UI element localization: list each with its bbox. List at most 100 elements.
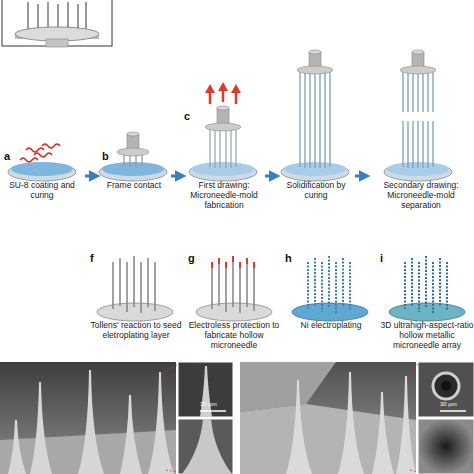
step-h-illustration [342,258,344,307]
step-caption: First drawing: Microneedle-mold fabricat… [184,180,264,210]
step-g-illustration [196,256,272,321]
step-letter: f [90,252,94,264]
step-f-illustration [119,258,121,306]
step-c-illustration [235,92,238,104]
step-h-illustration [314,258,316,306]
sem-right-panel [418,419,474,474]
inset-frame [46,39,68,47]
step-a-illustration [34,153,52,157]
process-step: bFrame contact [98,50,170,225]
step-c-illustration [209,92,212,104]
process-step: gElectroless protection to fabricate hol… [188,248,280,358]
step-d-illustration [299,72,300,167]
step-c-illustration [189,82,257,181]
step-d-illustration [324,72,325,168]
sem-right-panel [418,362,474,417]
step-e-illustration [402,72,403,112]
sem-left-panel [120,395,142,474]
process-step: cFirst drawing: Microneedle-mold fabrica… [184,50,264,225]
step-e-illustration [417,121,418,168]
step-c-illustration [205,84,215,93]
step-letter: h [285,252,292,264]
step-e-illustration [412,50,424,54]
step-c-illustration [218,82,228,91]
step-f-illustration [97,303,173,321]
step-i-illustration [418,262,420,312]
step-c-illustration [192,162,254,176]
step-d-illustration [309,50,321,54]
process-step: Secondary drawing: Microneedle-mold sepa… [368,50,474,225]
step-a-illustration [20,144,60,162]
step-g-illustration [232,262,234,307]
step-e-illustration [384,50,452,181]
scale-bar-label: 30 μm [200,401,217,408]
step-b-illustration [102,162,164,176]
step-e-illustration [400,66,436,74]
step-caption: Electroless protection to fabricate holl… [188,320,280,350]
step-c-illustration [222,90,225,102]
step-i-illustration [411,258,413,306]
sem-left-panel [162,364,178,472]
scale-bar-label: 30 μm [440,401,457,408]
step-g-illustration [212,256,254,268]
step-b-illustration [117,148,149,156]
step-a-illustration [20,158,38,162]
sem-left-panel [78,370,104,474]
step-i-illustration [389,256,465,321]
step-i-illustration [446,262,448,311]
sem-left-panel [8,420,26,474]
step-c-illustration [217,106,229,110]
step-a-illustration [8,144,76,181]
step-g-illustration [239,262,241,268]
step-c-illustration [214,128,215,168]
step-d-illustration [300,72,330,168]
step-letter: i [380,252,383,264]
step-caption: Secondary drawing: Microneedle-mold sepa… [368,180,474,210]
step-e-illustration [403,72,433,168]
step-letter: b [102,150,109,162]
process-step: aSU-8 coating and curing [0,50,84,225]
inset-frame [27,2,29,32]
step-b-illustration [99,132,167,181]
process-arrow [265,175,277,178]
step-e-illustration [422,121,423,168]
step-h-illustration [321,262,323,312]
step-caption: Tollens' reaction to seed eletroplating … [90,320,182,340]
step-f-illustration [97,256,173,321]
step-b-illustration [99,163,167,181]
step-g-illustration [225,268,227,312]
step-f-illustration [113,256,155,313]
step-g-illustration [218,258,220,264]
step-g-illustration [246,264,248,307]
sem-right-panel [441,381,451,391]
sem-right-panel [372,392,394,474]
sem-left-panel [200,410,226,412]
sem-right-panel [407,364,418,378]
step-g-illustration [211,262,213,268]
step-f-illustration [112,262,114,309]
sem-left-panel [8,370,174,474]
sem-left-panel [148,372,174,474]
step-e-illustration [427,72,428,112]
sem-right-panel [396,376,416,474]
step-g-illustration [253,268,255,311]
step-c-illustration [209,128,210,167]
step-i-illustration [439,258,441,307]
step-h-illustration [292,256,368,321]
sem-left-panel [178,362,233,417]
step-e-illustration [407,72,408,112]
step-g-illustration [218,264,220,306]
step-f-illustration [126,262,128,312]
step-e-illustration [417,72,418,112]
sem-right-panel [338,372,364,474]
step-a-illustration [26,148,44,152]
sem-right-panel [410,470,418,472]
step-f-illustration [154,262,156,311]
step-a-illustration [8,163,76,181]
inset-frame [2,0,112,47]
sem-right-panel [240,362,336,412]
sem-left-panel [30,382,52,474]
sem-right-panel [433,373,459,399]
